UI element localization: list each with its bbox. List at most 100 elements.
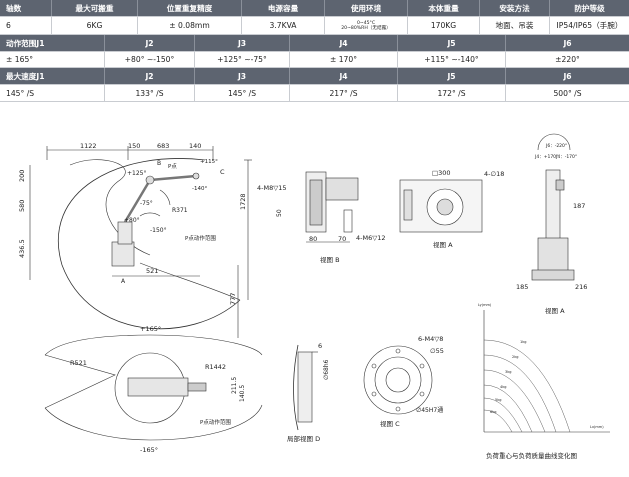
header-cell: 使用环境 — [325, 0, 408, 16]
dim-label: 185 — [516, 283, 528, 291]
value-cell: 3.7KVA — [242, 17, 325, 34]
curve-label: 2kg — [512, 355, 518, 359]
speed-value-row: 145° /S 133° /S 145° /S 217° /S 172° /S … — [0, 85, 629, 102]
view-b: 4-M8▽15 50 80 70 4-M6▽12 视图 B — [257, 171, 386, 264]
angle-label: -75° — [140, 200, 153, 207]
dim-label: 1122 — [80, 142, 97, 150]
dim-label: 80 — [309, 235, 317, 243]
header-cell: J3 — [195, 35, 290, 51]
spec-header-row: 轴数 最大可搬重 位置重复精度 电源容量 使用环境 本体重量 安装方法 防护等级 — [0, 0, 629, 17]
value-cell: ± 0.08mm — [138, 17, 242, 34]
view-caption: 视图 A — [433, 240, 453, 249]
dim-label: 140.5 — [239, 385, 246, 402]
angle-label: -165° — [140, 446, 158, 454]
load-chart: Ly(mm) Lx(mm) 1kg 2kg 3kg 4kg 5kg 6kg 负荷… — [478, 303, 610, 460]
value-cell: +115° ~-140° — [398, 52, 506, 67]
value-cell: 217° /S — [290, 85, 398, 101]
dim-label: 683 — [157, 142, 169, 150]
view-caption: 视图 B — [320, 255, 340, 264]
dim-label: □300 — [432, 169, 451, 177]
value-cell: 6KG — [52, 17, 138, 34]
header-cell: J5 — [398, 68, 506, 84]
dim-label: 50 — [276, 209, 283, 217]
header-cell: 位置重复精度 — [138, 0, 242, 16]
dim-label: 521 — [146, 267, 158, 275]
note-label: J6：-220° — [545, 143, 567, 149]
header-cell: 防护等级 — [574, 3, 605, 13]
spec-table: 轴数 最大可搬重 位置重复精度 电源容量 使用环境 本体重量 安装方法 防护等级… — [0, 0, 629, 102]
curve-label: 1kg — [520, 340, 526, 344]
dim-label: 6 — [318, 342, 322, 350]
dim-label: 200 — [18, 170, 26, 182]
dim-label: 216 — [575, 283, 587, 291]
chart-caption: 负荷重心与负荷质量曲线变化图 — [486, 451, 577, 460]
robot-front-view: J6：-220° J4：+170° J4：-170° 187 185 216 视… — [516, 133, 587, 315]
dim-label: 4-∅18 — [484, 170, 504, 178]
dim-label: R521 — [70, 359, 87, 367]
env-cell: 0~45°C 20~80%RH（无结露） — [325, 17, 408, 34]
header-cell: J5 — [398, 35, 506, 51]
point-label: P点 — [168, 163, 177, 170]
curve-label: 6kg — [490, 410, 496, 414]
header-cell: J4 — [290, 35, 398, 51]
view-marker: A — [121, 278, 126, 285]
value-cell: 172° /S — [398, 85, 506, 101]
range-label: P点动作范围 — [200, 418, 231, 426]
value-cell: +80° ~-150° — [105, 52, 195, 67]
side-view: 1122 150 683 140 200 580 436.5 1728 777 … — [18, 142, 252, 338]
view-caption: 局部视图 D — [287, 434, 320, 443]
motion-value-row: ± 165° +80° ~-150° +125° ~-75° ± 170° +1… — [0, 52, 629, 68]
value-cell: 145° /S — [0, 85, 105, 101]
dim-label: 436.5 — [18, 239, 26, 258]
dim-label: R1442 — [205, 363, 226, 371]
value-cell: 地面、吊装 — [480, 17, 550, 34]
value-cell: 170KG — [408, 17, 480, 34]
header-cell: 动作范围J1 — [0, 35, 105, 51]
top-view: +165° -165° R521 R1442 211.5 140.5 P点动作范… — [44, 325, 263, 454]
value-cell: ± 165° — [0, 52, 105, 67]
view-marker: C — [220, 168, 225, 176]
dim-label: 4-M8▽15 — [257, 184, 287, 192]
curve-label: 5kg — [495, 398, 501, 402]
speed-header-row: 最大速度J1 J2 J3 J4 J5 J6 — [0, 68, 629, 85]
dim-label: ∅68h6 — [323, 359, 330, 380]
header-cell: 最大可搬重 — [52, 0, 138, 16]
note-label: J4：-170° — [555, 154, 577, 160]
partial-view-d: 6 ∅68h6 局部视图 D — [287, 342, 330, 443]
angle-label: +80° — [124, 217, 140, 224]
angle-label: -150° — [150, 227, 167, 234]
header-cell: J2 — [105, 35, 195, 51]
motion-header-row: 动作范围J1 J2 J3 J4 J5 J6 — [0, 35, 629, 52]
header-cell: J6 — [563, 71, 572, 81]
value-cell: 145° /S — [195, 85, 290, 101]
technical-drawings: 1122 150 683 140 200 580 436.5 1728 777 … — [18, 133, 610, 460]
angle-label: +115° — [200, 159, 218, 165]
dim-label: 777 — [229, 293, 237, 305]
radius-label: R371 — [172, 207, 188, 214]
header-cell: J6 — [563, 38, 572, 48]
spec-value-row: 6 6KG ± 0.08mm 3.7KVA 0~45°C 20~80%RH（无结… — [0, 17, 629, 35]
header-cell: 轴数 — [0, 0, 52, 16]
dim-label: ∅55 — [430, 347, 444, 355]
value-cell: ± 170° — [290, 52, 398, 67]
value-cell: 6 — [0, 17, 52, 34]
header-cell: J4 — [290, 68, 398, 84]
value-cell: ±220° — [555, 55, 580, 64]
axis-label: Lx(mm) — [590, 425, 604, 429]
value-cell: IP54/IP65（手腕） — [556, 21, 623, 30]
view-a-flange: □300 4-∅18 视图 A — [399, 169, 504, 249]
header-cell: 电源容量 — [242, 0, 325, 16]
dim-label: 140 — [189, 142, 201, 150]
value-cell: 500° /S — [553, 88, 582, 98]
header-cell: J3 — [195, 68, 290, 84]
angle-label: +125° — [127, 170, 146, 177]
dim-label: 4-M6▽12 — [356, 234, 386, 242]
header-cell: 本体重量 — [408, 0, 480, 16]
view-caption: 视图 C — [380, 419, 400, 428]
view-c: 6-M4▽8 ∅55 ∅45H7通 视图 C — [363, 335, 444, 428]
dim-label: 150 — [128, 142, 140, 150]
dim-label: 1728 — [239, 193, 247, 210]
view-caption: 视图 A — [545, 306, 565, 315]
curve-label: 3kg — [505, 370, 511, 374]
dim-label: 70 — [338, 235, 346, 243]
